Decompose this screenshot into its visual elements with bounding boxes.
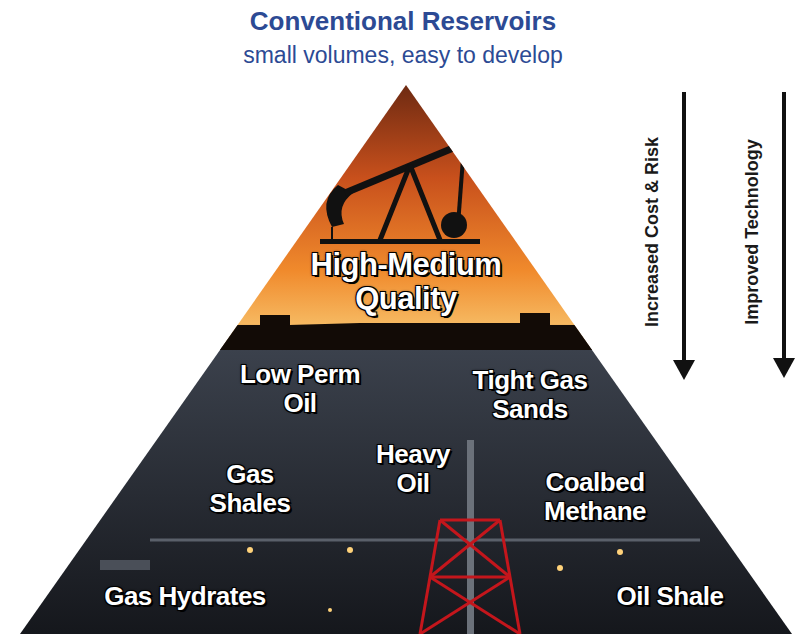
pyramid-top-band: High-Medium Quality [220,85,592,350]
resource-label: Coalbed Methane [528,468,663,525]
pumpjack-scene [220,141,592,350]
resource-label: Oil Shale [585,582,755,611]
subtitle: small volumes, easy to develop [0,42,806,69]
resource-label: Gas Shales [196,460,304,517]
band-fill [220,85,592,350]
pyramid-base-band: Low Perm OilTight Gas SandsHeavy OilGas … [0,350,806,634]
arrow-label: Increased Cost & Risk [642,137,663,327]
refinery-scene [100,440,700,634]
resource-label: High-Medium Quality [276,248,536,316]
trend-arrow [673,92,695,380]
resource-label: Gas Hydrates [70,582,300,611]
resource-label: Tight Gas Sands [450,366,610,423]
trend-arrow [773,92,795,378]
band-fill [20,350,792,634]
arrow-label: Improved Technology [742,139,763,325]
resource-label: Heavy Oil [367,440,459,497]
resource-label: Low Perm Oil [230,360,370,417]
title: Conventional Reservoirs [0,6,806,37]
